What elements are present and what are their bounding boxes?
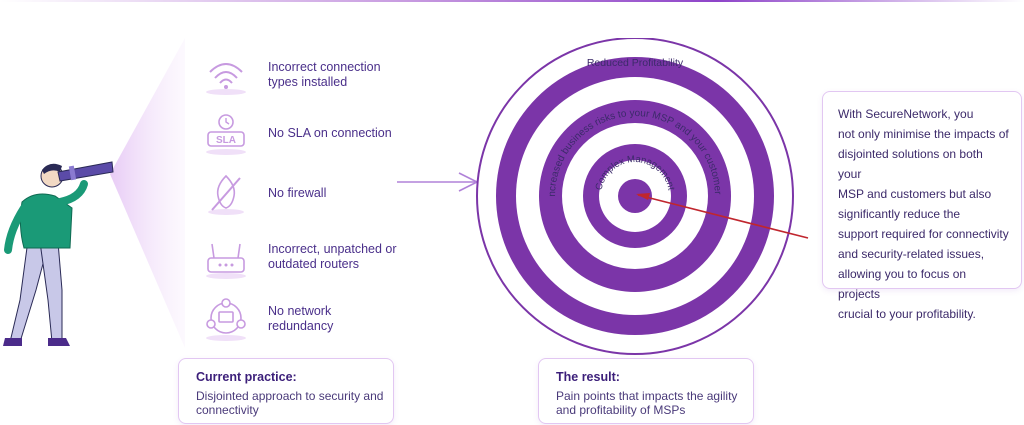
result-title: The result: [556,370,620,384]
issue-item-no-redundancy: No network redundancy [200,296,400,342]
securenetwork-note-text: With SecureNetwork, you not only minimis… [838,107,1009,321]
firewall-off-icon [208,174,244,215]
issue-label: No firewall [268,185,327,200]
target-bullseye [618,179,652,213]
current-practice-card: Current practice: Disjointed approach to… [178,358,394,424]
svg-text:SLA: SLA [216,135,236,146]
vision-cone [110,38,185,348]
dart-line [637,194,809,239]
issue-item-outdated-routers: Incorrect, unpatched or outdated routers [200,234,400,280]
result-body: Pain points that impacts the agility and… [556,389,738,417]
person-with-telescope-illustration [3,161,114,346]
dart-tip [636,193,650,200]
top-divider-line [0,0,1024,2]
securenetwork-note-card: With SecureNetwork, you not only minimis… [822,91,1022,321]
sla-icon: SLA [206,114,246,155]
issue-item-no-sla: SLA No SLA on connection [200,110,400,156]
issue-label: No network redundancy [268,304,334,333]
issue-label: Incorrect, unpatched or outdated routers [268,242,397,271]
wifi-icon [206,63,246,95]
issue-label: No SLA on connection [268,125,392,140]
current-practice-title: Current practice: [196,370,297,384]
ring-label-reduced-profitability: Reduced Profitability [587,57,684,69]
issue-label: Incorrect connection types installed [268,60,381,89]
issue-item-no-firewall: No firewall [200,170,400,216]
result-card: The result: Pain points that impacts the… [538,358,754,424]
current-practice-body: Disjointed approach to security and conn… [196,389,384,417]
pain-points-target: Reduced Profitability Prolonged resoluti… [460,38,809,355]
router-icon [206,243,246,279]
issue-item-connection-types: Incorrect connection types installed [200,52,400,98]
network-redundancy-icon [206,298,246,341]
